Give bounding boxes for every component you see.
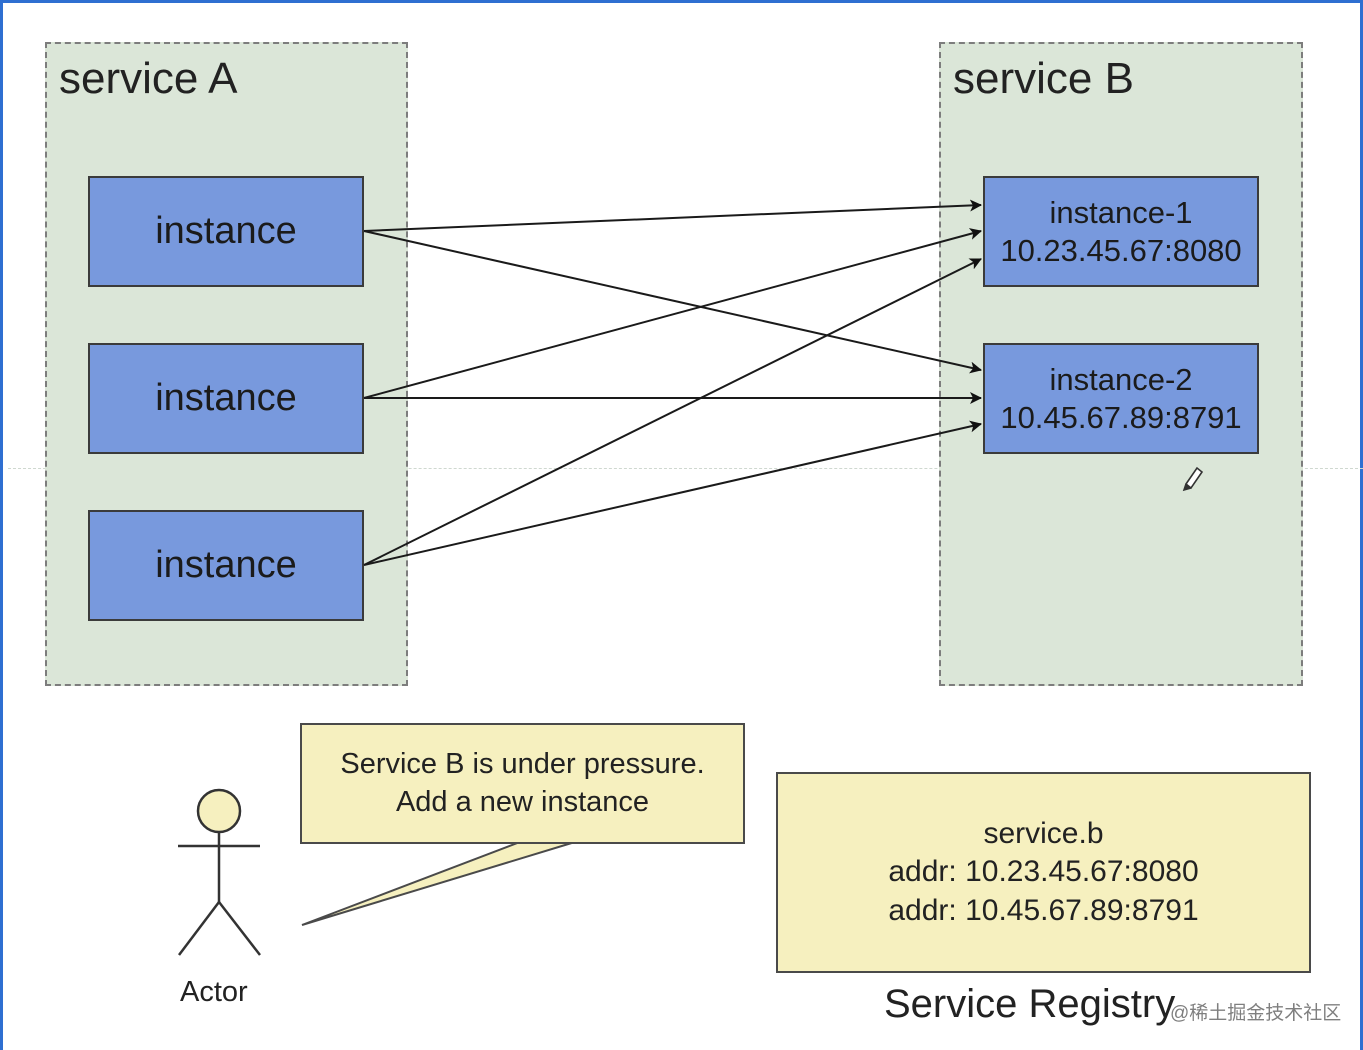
page-divider — [8, 468, 1363, 469]
arrow-a3-to-b1 — [363, 258, 982, 566]
instance-1-name: instance-1 — [1049, 194, 1193, 230]
service-a-title: service A — [59, 54, 238, 103]
service-b-title: service B — [953, 54, 1134, 103]
callout-note: Service B is under pressure. Add a new i… — [300, 723, 745, 844]
instance-label: instance — [155, 376, 297, 419]
service-b-instance-2[interactable]: instance-2 10.45.67.89:8791 — [983, 343, 1259, 454]
service-a-instance-3[interactable]: instance — [88, 510, 364, 621]
instance-label: instance — [155, 543, 297, 586]
service-a-instance-1[interactable]: instance — [88, 176, 364, 287]
instance-2-addr: 10.45.67.89:8791 — [1000, 399, 1242, 435]
arrow-a3-to-b2 — [363, 420, 982, 566]
arrow-a2-to-b1 — [363, 228, 982, 399]
stick-figure-icon — [178, 788, 261, 956]
callout-line-1: Service B is under pressure. — [340, 747, 705, 780]
actor-label: Actor — [180, 976, 248, 1008]
service-registry-box[interactable]: service.b addr: 10.23.45.67:8080 addr: 1… — [776, 772, 1311, 973]
watermark: @稀土掘金技术社区 — [1170, 1003, 1342, 1024]
callout-tail — [301, 841, 576, 926]
instance-2-name: instance-2 — [1049, 361, 1193, 397]
registry-addr-1: addr: 10.23.45.67:8080 — [888, 855, 1199, 889]
pencil-icon — [1182, 466, 1204, 492]
arrow-a1-to-b2 — [363, 230, 982, 374]
callout-line-2: Add a new instance — [395, 785, 650, 818]
registry-addr-2: addr: 10.45.67.89:8791 — [888, 893, 1199, 927]
service-b-instance-1[interactable]: instance-1 10.23.45.67:8080 — [983, 176, 1259, 287]
registry-service-name: service.b — [983, 816, 1104, 850]
arrow-a1-to-b1 — [363, 199, 982, 232]
instance-1-addr: 10.23.45.67:8080 — [1000, 232, 1242, 268]
instance-label: instance — [155, 209, 297, 252]
service-registry-caption: Service Registry — [884, 982, 1176, 1026]
service-a-instance-2[interactable]: instance — [88, 343, 364, 454]
